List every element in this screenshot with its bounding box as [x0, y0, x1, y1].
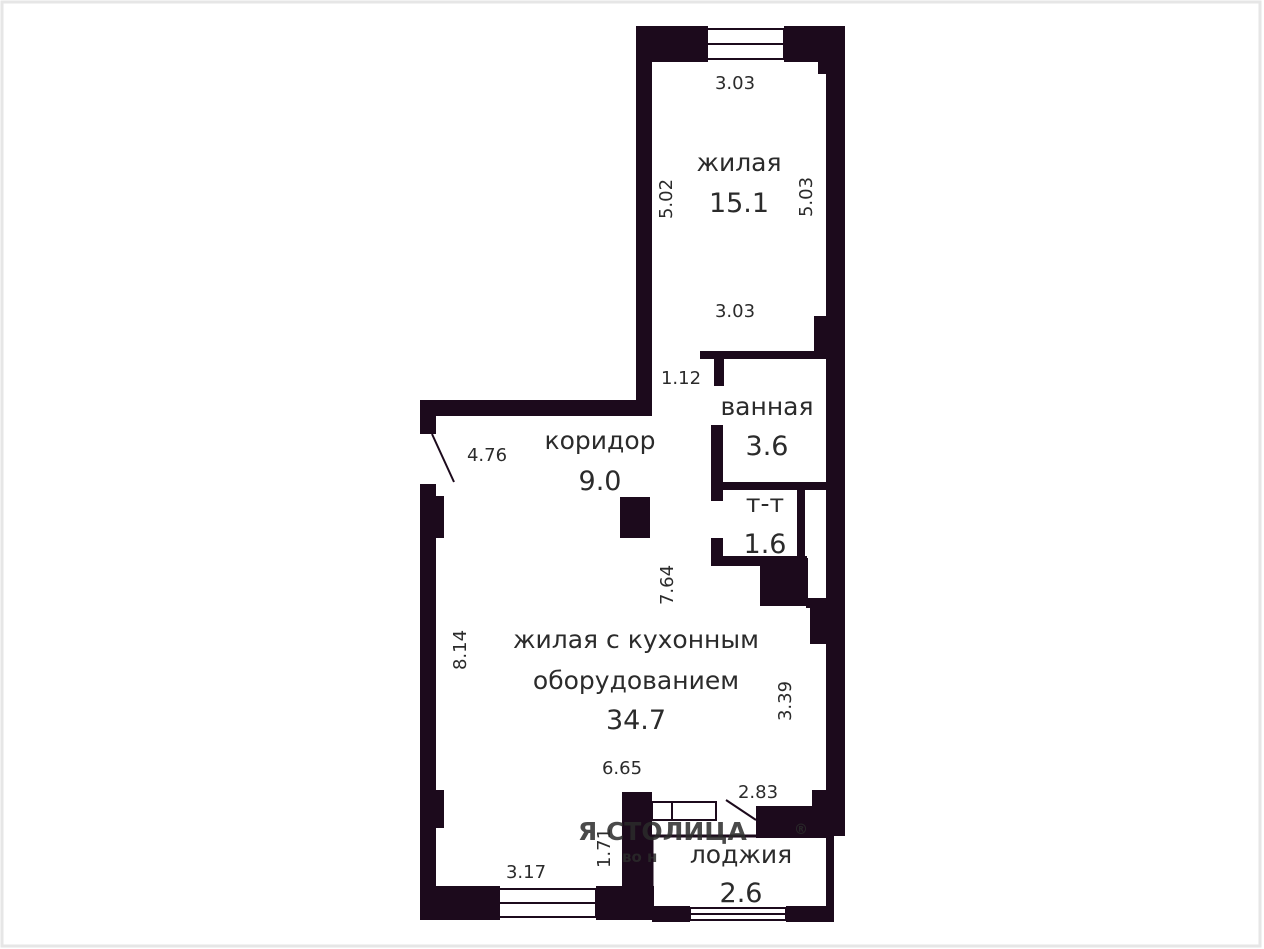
- wall-loggia-right-pier: [756, 806, 828, 838]
- watermark-registered: ®: [794, 822, 808, 838]
- watermark: Я СТОЛИЦА ® во н: [578, 817, 808, 866]
- loggia-name: лоджия: [690, 840, 792, 869]
- watermark-main: Я СТОЛИЦА: [578, 817, 747, 846]
- walls: [420, 26, 845, 922]
- bathroom-name: ванная: [720, 392, 813, 421]
- wall-bedroom-left: [636, 26, 652, 416]
- watermark-sub: во н: [622, 848, 657, 866]
- wall-toilet-right: [797, 488, 805, 600]
- corridor-area: 9.0: [579, 466, 622, 497]
- loggia-door-frame: [651, 801, 717, 821]
- wall-bottom-mid: [596, 886, 654, 920]
- living-kitchen-name-line2: оборудованием: [533, 666, 739, 695]
- dim-bedroom-top: 3.03: [715, 73, 755, 94]
- wall-loggia-top: [622, 792, 652, 806]
- wall-left-pier-1: [434, 496, 444, 538]
- dim-bedroom-left: 5.02: [656, 179, 677, 219]
- column: [620, 497, 650, 538]
- wall-right: [826, 26, 845, 836]
- bathroom-area: 3.6: [746, 431, 789, 462]
- wall-toilet-bottom: [711, 556, 807, 566]
- shaft-block: [760, 558, 808, 606]
- dim-corridor-gap: 1.12: [661, 368, 701, 389]
- dim-bedroom-bottom: 3.03: [715, 301, 755, 322]
- wall-loggia-right-pier-top: [812, 790, 828, 810]
- dim-bedroom-right: 5.03: [796, 177, 817, 217]
- dim-living-right: 3.39: [775, 681, 796, 721]
- dimension-labels: 3.03 3.03 5.02 5.03 1.12 4.76 7.64 8.14 …: [450, 73, 817, 883]
- wall-entry-stub: [420, 400, 436, 434]
- wall-loggia-bottom-right: [786, 906, 834, 922]
- toilet-area: 1.6: [744, 529, 787, 560]
- dim-corridor-width: 4.76: [467, 445, 507, 466]
- wall-loggia-left: [622, 792, 652, 886]
- loggia-area: 2.6: [720, 878, 763, 909]
- wall-bath-bottom: [711, 482, 828, 490]
- dim-living-left: 8.14: [450, 630, 471, 670]
- living-kitchen-area: 34.7: [606, 705, 666, 736]
- wall-right-pier-1: [814, 316, 828, 356]
- door-swings: [431, 433, 757, 821]
- wall-bottom-left: [420, 886, 500, 920]
- loggia-door-swing: [725, 799, 757, 821]
- wall-shaft-link: [806, 598, 828, 608]
- dim-loggia-width: 2.83: [738, 782, 778, 803]
- room-labels: жилая 15.1 коридор 9.0 ванная 3.6 т-т 1.…: [513, 148, 814, 909]
- windows: [498, 28, 787, 921]
- wall-corridor-top: [420, 400, 652, 416]
- corridor-name: коридор: [545, 426, 656, 455]
- wall-right-pier-2: [810, 600, 828, 644]
- wall-bedroom-bottom: [700, 351, 828, 359]
- wall-bath-door-jamb: [714, 351, 724, 386]
- dim-living-center: 7.64: [657, 565, 678, 605]
- bedroom-name: жилая: [696, 148, 781, 177]
- dim-living-bottom-left: 3.17: [506, 862, 546, 883]
- dim-living-bottom-height: 1.71: [594, 828, 615, 868]
- dim-living-bottom: 6.65: [602, 758, 642, 779]
- wall-left: [420, 484, 436, 920]
- entry-door-swing: [431, 433, 455, 483]
- wall-left-pier-2: [434, 790, 444, 828]
- bedroom-area: 15.1: [709, 188, 769, 219]
- living-kitchen-name-line1: жилая с кухонным: [513, 625, 759, 654]
- wall-loggia-bottom-left: [652, 906, 690, 922]
- toilet-name: т-т: [746, 489, 784, 518]
